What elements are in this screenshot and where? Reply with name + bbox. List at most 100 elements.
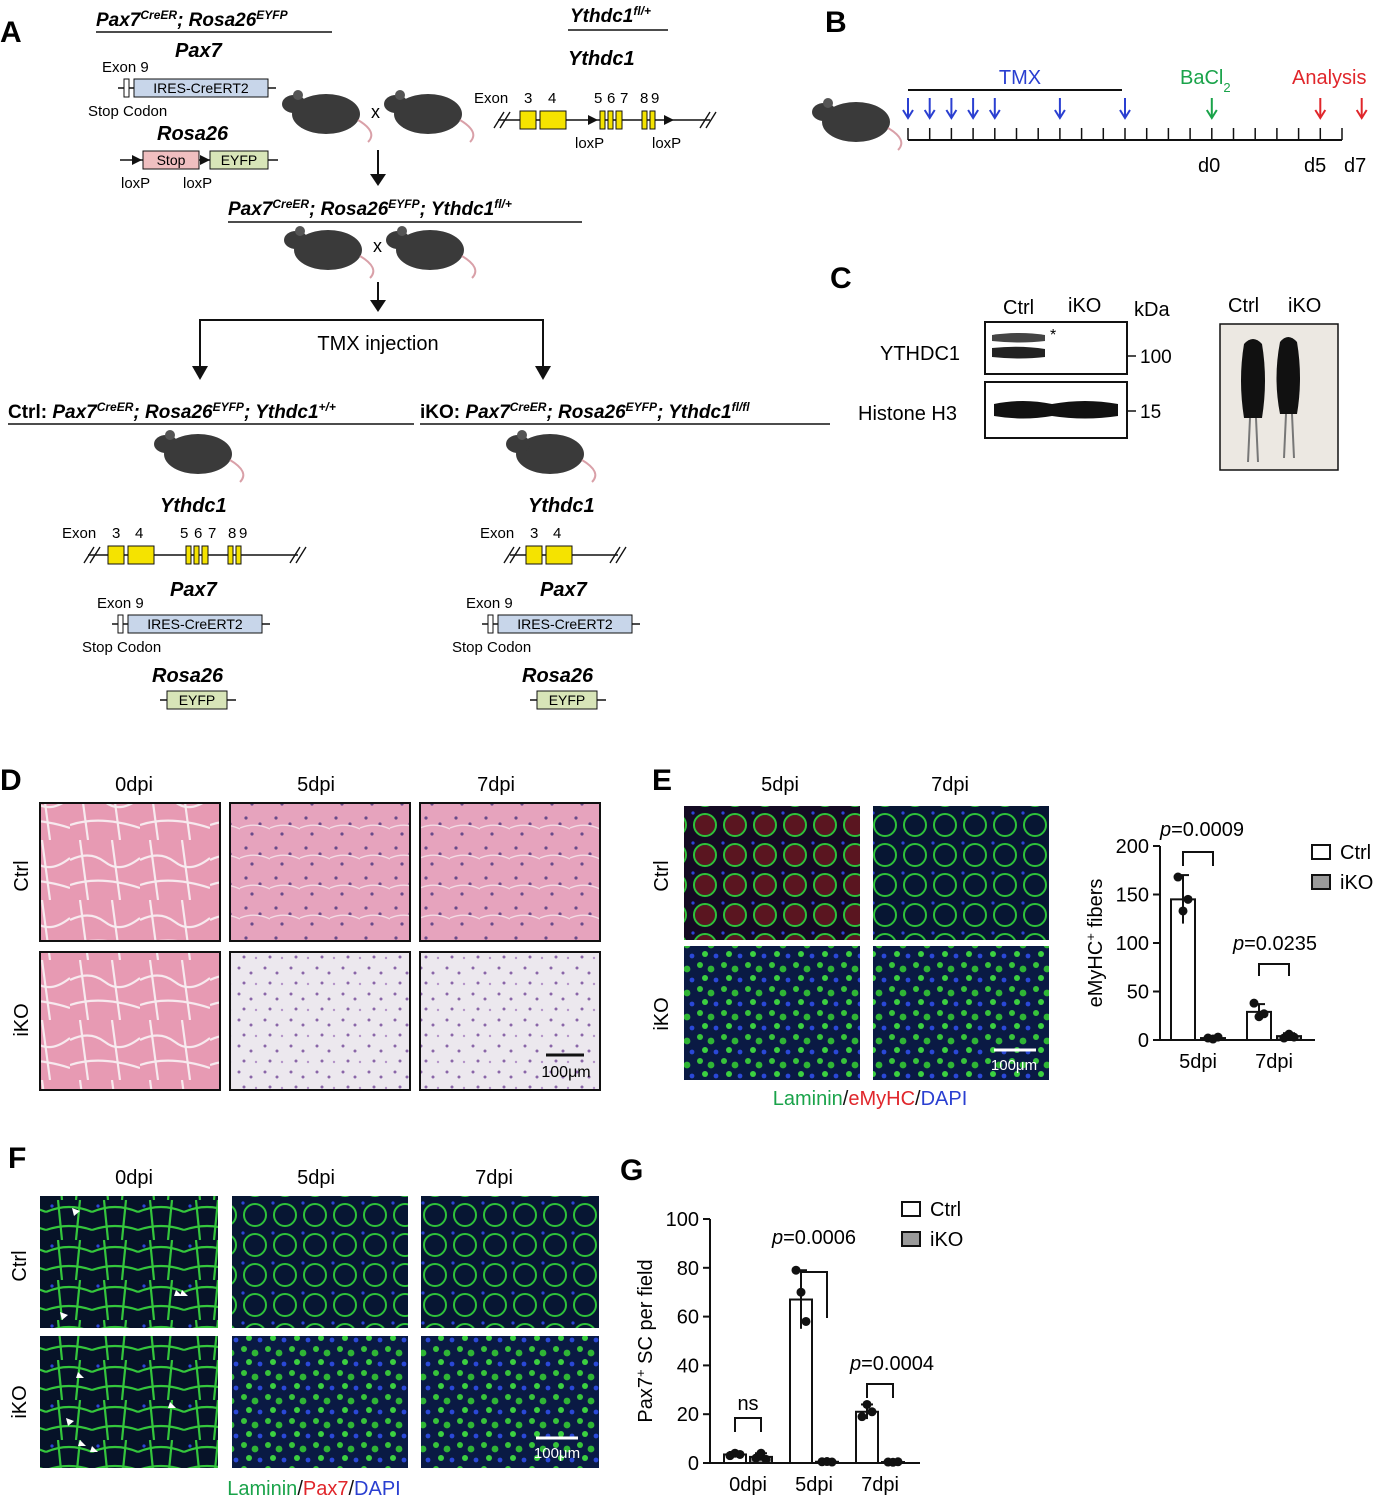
svg-text:Rosa26: Rosa26 xyxy=(152,665,224,687)
stain-legend-f: Laminin/Pax7/DAPI xyxy=(227,1478,400,1500)
y-tick-label: 20 xyxy=(677,1404,699,1426)
svg-text:d0: d0 xyxy=(1198,155,1220,177)
injection-arrowhead xyxy=(967,109,979,120)
he-iko-5dpi xyxy=(229,951,411,1091)
svg-text:loxP: loxP xyxy=(575,135,604,152)
significance-bracket xyxy=(1182,851,1214,866)
legend-label: Ctrl xyxy=(930,1199,961,1221)
injection-arrowhead xyxy=(1205,109,1218,120)
data-point xyxy=(1173,872,1183,882)
ctrl-genotype: Ctrl: Pax7CreER; Rosa26EYFP; Ythdc1+/+ xyxy=(8,400,336,423)
svg-text:0dpi: 0dpi xyxy=(115,774,153,796)
legend-label: iKO xyxy=(1340,872,1373,894)
exon9-label: Exon 9 xyxy=(102,59,149,76)
svg-text:Stop: Stop xyxy=(157,152,186,168)
y-axis-label: eMyHC+ fibers xyxy=(1083,879,1108,1008)
mouse-icon xyxy=(154,430,245,483)
y-tick-label: 80 xyxy=(677,1258,699,1280)
svg-text:IRES-CreERT2: IRES-CreERT2 xyxy=(147,616,243,632)
significance-bracket xyxy=(1258,963,1290,976)
legend-label: iKO xyxy=(930,1229,963,1251)
svg-text:EYFP: EYFP xyxy=(549,692,586,708)
ires-creert2-box xyxy=(133,78,269,98)
stain-legend-e: Laminin/eMyHC/DAPI xyxy=(773,1088,968,1110)
panel-c-western-blot: Ctrl iKO kDa YTHDC1 Histone H3 * 100 15 … xyxy=(858,295,1339,471)
svg-text:kDa: kDa xyxy=(1134,299,1170,321)
he-ctrl-5dpi xyxy=(229,802,411,942)
svg-text:4: 4 xyxy=(553,525,561,542)
svg-text:5dpi: 5dpi xyxy=(297,774,335,796)
if-iko-5dpi xyxy=(232,1336,408,1468)
panel-e-immunofluorescence: 5dpi 7dpi Ctrl iKO 100μm Laminin/eMyHC/D… xyxy=(651,774,1049,1110)
iko-genotype: iKO: Pax7CreER; Rosa26EYFP; Ythdc1fl/fl xyxy=(420,400,750,423)
significance-label: p=0.0009 xyxy=(1159,819,1244,841)
svg-text:3: 3 xyxy=(530,525,538,542)
parent2-genotype: Ythdc1fl/+ xyxy=(570,4,651,27)
legend-swatch-iko xyxy=(1311,874,1331,890)
svg-text:loxP: loxP xyxy=(183,175,212,192)
legend-swatch-ctrl xyxy=(901,1201,921,1217)
tmx-injection-label: TMX injection xyxy=(317,333,438,355)
svg-text:EYFP: EYFP xyxy=(179,692,216,708)
data-point xyxy=(761,1454,771,1464)
panel-label-f: F xyxy=(8,1142,26,1175)
injection-arrowhead xyxy=(988,109,1001,120)
panel-label-g: G xyxy=(620,1154,643,1187)
y-tick-label: 0 xyxy=(1138,1030,1149,1052)
svg-text:loxP: loxP xyxy=(121,175,150,192)
panel-label-e: E xyxy=(652,764,672,797)
he-ctrl-7dpi xyxy=(419,802,601,942)
he-ctrl-0dpi xyxy=(39,802,221,942)
panel-a-breeding-scheme: Pax7CreER; Rosa26EYFP Ythdc1fl/+ Pax7 Ex… xyxy=(8,4,830,710)
svg-text:IRES-CreERT2: IRES-CreERT2 xyxy=(517,616,613,632)
svg-text:7dpi: 7dpi xyxy=(931,774,969,796)
y-tick-label: 200 xyxy=(1116,836,1149,858)
svg-text:Exon: Exon xyxy=(474,90,508,107)
if-iko-7dpi xyxy=(873,946,1049,1080)
bacl2-label: BaCl2 xyxy=(1180,67,1231,95)
x-tick-label: 0dpi xyxy=(729,1474,767,1496)
data-point xyxy=(1259,1009,1269,1019)
data-point xyxy=(756,1448,766,1458)
svg-text:loxP: loxP xyxy=(652,135,681,152)
he-iko-7dpi xyxy=(419,951,601,1091)
x-tick-label: 5dpi xyxy=(1179,1051,1217,1073)
svg-text:Exon 9: Exon 9 xyxy=(97,595,144,612)
svg-text:EYFP: EYFP xyxy=(221,152,258,168)
ctrl-mouse xyxy=(1241,339,1265,418)
y-tick-label: 60 xyxy=(677,1307,699,1329)
svg-text:5: 5 xyxy=(594,90,602,107)
svg-text:Ctrl: Ctrl xyxy=(1003,297,1034,319)
svg-text:15: 15 xyxy=(1140,402,1161,423)
svg-text:7dpi: 7dpi xyxy=(477,774,515,796)
significance-bracket xyxy=(734,1417,762,1432)
data-point xyxy=(735,1449,745,1459)
svg-text:7: 7 xyxy=(620,90,628,107)
mouse-icon xyxy=(284,226,375,279)
significance-bracket xyxy=(800,1271,828,1318)
data-point xyxy=(862,1399,872,1409)
svg-text:Pax7: Pax7 xyxy=(540,579,588,601)
panel-label-a: A xyxy=(0,16,22,49)
svg-text:*: * xyxy=(1050,327,1056,344)
svg-text:d5: d5 xyxy=(1304,155,1326,177)
svg-text:iKO: iKO xyxy=(1288,295,1321,317)
svg-text:9: 9 xyxy=(239,525,247,542)
svg-text:iKO: iKO xyxy=(651,997,673,1030)
svg-text:8: 8 xyxy=(640,90,648,107)
svg-text:Ctrl: Ctrl xyxy=(11,860,33,891)
panel-b-timeline: TMX BaCl2 Analysis d0 d5 d7 xyxy=(812,67,1368,177)
panel-label-b: B xyxy=(825,6,847,39)
data-point xyxy=(1178,906,1188,916)
mouse-icon xyxy=(812,98,903,151)
mouse-icon xyxy=(384,90,475,143)
svg-text:Rosa26: Rosa26 xyxy=(522,665,594,687)
svg-text:5dpi: 5dpi xyxy=(297,1167,335,1189)
mouse-icon xyxy=(386,226,477,279)
data-point xyxy=(867,1407,877,1417)
if-ctrl-0dpi xyxy=(40,1196,218,1328)
injection-arrowhead xyxy=(902,109,914,120)
legend-swatch-ctrl xyxy=(1311,844,1331,860)
